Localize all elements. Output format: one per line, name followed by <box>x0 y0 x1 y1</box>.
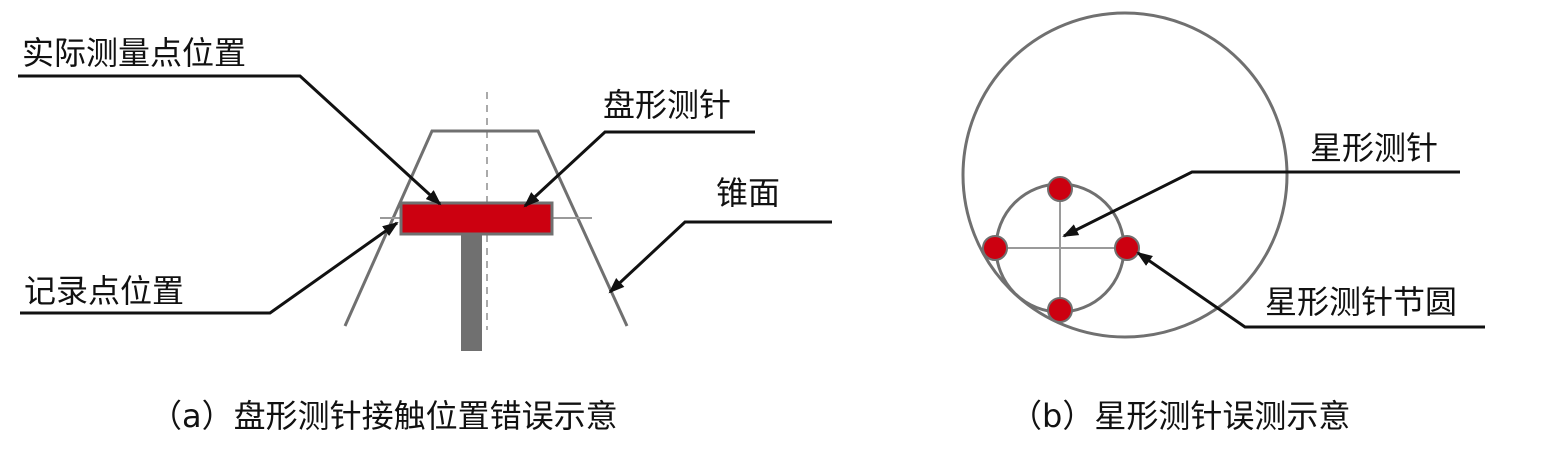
caption-a: （a）盘形测针接触位置错误示意 <box>150 397 618 435</box>
panel-a: 实际测量点位置 盘形测针 锥面 记录点位置 （a）盘形测针接触位置错误示意 <box>18 34 832 435</box>
leader-actual-point <box>18 74 442 206</box>
label-actual-point: 实际测量点位置 <box>22 34 246 72</box>
hole-circle <box>961 11 1289 339</box>
label-cone-face: 锥面 <box>716 174 780 212</box>
probe-ball-top <box>1047 176 1073 202</box>
leader-record-point <box>20 221 399 315</box>
panel-b: 星形测针 星形测针节圆 （b）星形测针误测示意 <box>961 11 1485 435</box>
leader-disc-stylus <box>523 130 755 208</box>
leader-star-pitch-circle <box>1136 251 1485 329</box>
label-disc-stylus: 盘形测针 <box>603 86 731 124</box>
stylus-stem <box>461 234 482 351</box>
label-star-stylus: 星形测针 <box>1310 129 1438 167</box>
probe-ball-bottom <box>1047 297 1073 323</box>
caption-b: （b）星形测针误测示意 <box>1010 397 1350 435</box>
disc-stylus <box>399 201 554 236</box>
label-record-point: 记录点位置 <box>24 272 184 310</box>
probe-ball-left <box>982 235 1008 261</box>
leader-star-stylus <box>1062 170 1460 238</box>
label-star-pitch-circle: 星形测针节圆 <box>1265 283 1457 321</box>
leader-cone-face <box>608 220 832 294</box>
probe-ball-right <box>1114 235 1140 261</box>
